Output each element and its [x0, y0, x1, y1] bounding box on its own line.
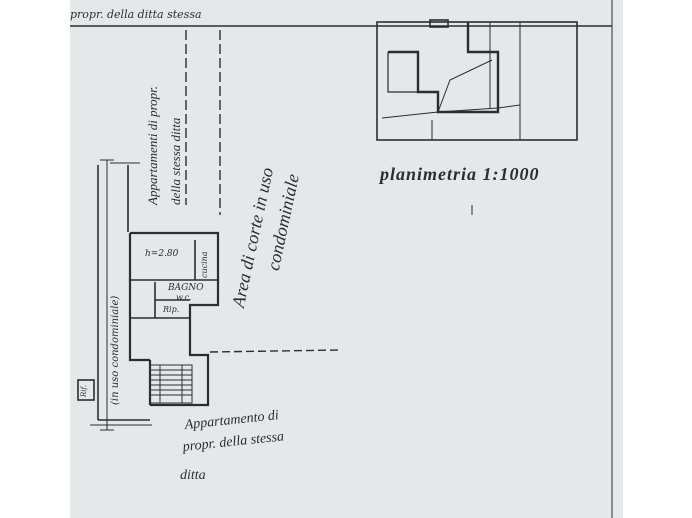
storage-label: Rip.: [163, 305, 180, 314]
corridor-walls: [97, 165, 150, 421]
apartments-right-line2: della stessa ditta: [168, 117, 183, 205]
apartments-right-line1: Appartamenti di propr.: [145, 85, 160, 205]
meter-box: [77, 379, 95, 401]
kitchen-label: cucina: [200, 251, 209, 278]
site-plan-drawing: [376, 19, 578, 141]
site-plan-title: planimetria 1:1000: [380, 164, 540, 184]
apartment-bottom-line3: ditta: [180, 468, 206, 483]
room-height-label: h=2.80: [145, 249, 179, 259]
courtyard-boundary-line: [209, 349, 341, 353]
floor-plan-sheet: [70, 0, 623, 518]
wc-label: w.c.: [176, 293, 192, 302]
staircase: [149, 364, 193, 404]
interior-walls: [130, 240, 218, 319]
bathroom-label: BAGNO: [168, 283, 204, 293]
dimension-lines: [90, 159, 152, 431]
owner-label-top: propr. della ditta stessa: [70, 8, 202, 21]
common-use-label: (in uso condominiale): [110, 295, 121, 405]
meter-box-label: Rif.: [80, 384, 88, 397]
